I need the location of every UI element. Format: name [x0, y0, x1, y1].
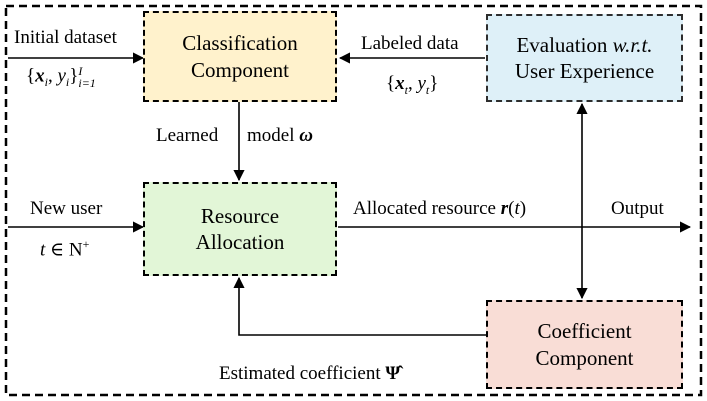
- allocated-resource-label: Allocated resource r(t): [353, 198, 527, 219]
- labeled-set-math: {xt, yt}: [386, 73, 439, 97]
- coefficient-line2: Component: [535, 345, 634, 370]
- new-user-label: New user: [30, 198, 103, 219]
- outer-frame: [4, 4, 703, 397]
- output-label: Output: [611, 198, 664, 219]
- evaluation-box: Evaluation w.r.t. User Experience: [486, 14, 683, 102]
- resource-line2: Allocation: [195, 230, 285, 254]
- classification-component-box: Classification Component: [143, 11, 337, 102]
- resource-allocation-box: Resource Allocation: [143, 182, 337, 276]
- coefficient-line1: Coefficient: [537, 319, 632, 344]
- estimated-coefficient-label: Estimated coefficient Ψ̂: [219, 363, 401, 384]
- model-label: model ω: [247, 125, 313, 146]
- arrow-coefficient-to-resource: [233, 276, 486, 336]
- initial-dataset-label: Initial dataset: [14, 27, 117, 48]
- classification-line2: Component: [191, 57, 289, 82]
- learned-label: Learned: [156, 125, 219, 146]
- evaluation-line2: User Experience: [514, 59, 655, 83]
- new-user-set-math: t ∈ N+: [40, 237, 90, 261]
- resource-line1: Resource: [200, 203, 280, 228]
- classification-line1: Classification: [182, 31, 298, 56]
- evaluation-line1: Evaluation w.r.t.: [516, 32, 653, 57]
- labeled-data-label: Labeled data: [361, 33, 459, 54]
- coefficient-component-box: Coefficient Component: [486, 300, 683, 389]
